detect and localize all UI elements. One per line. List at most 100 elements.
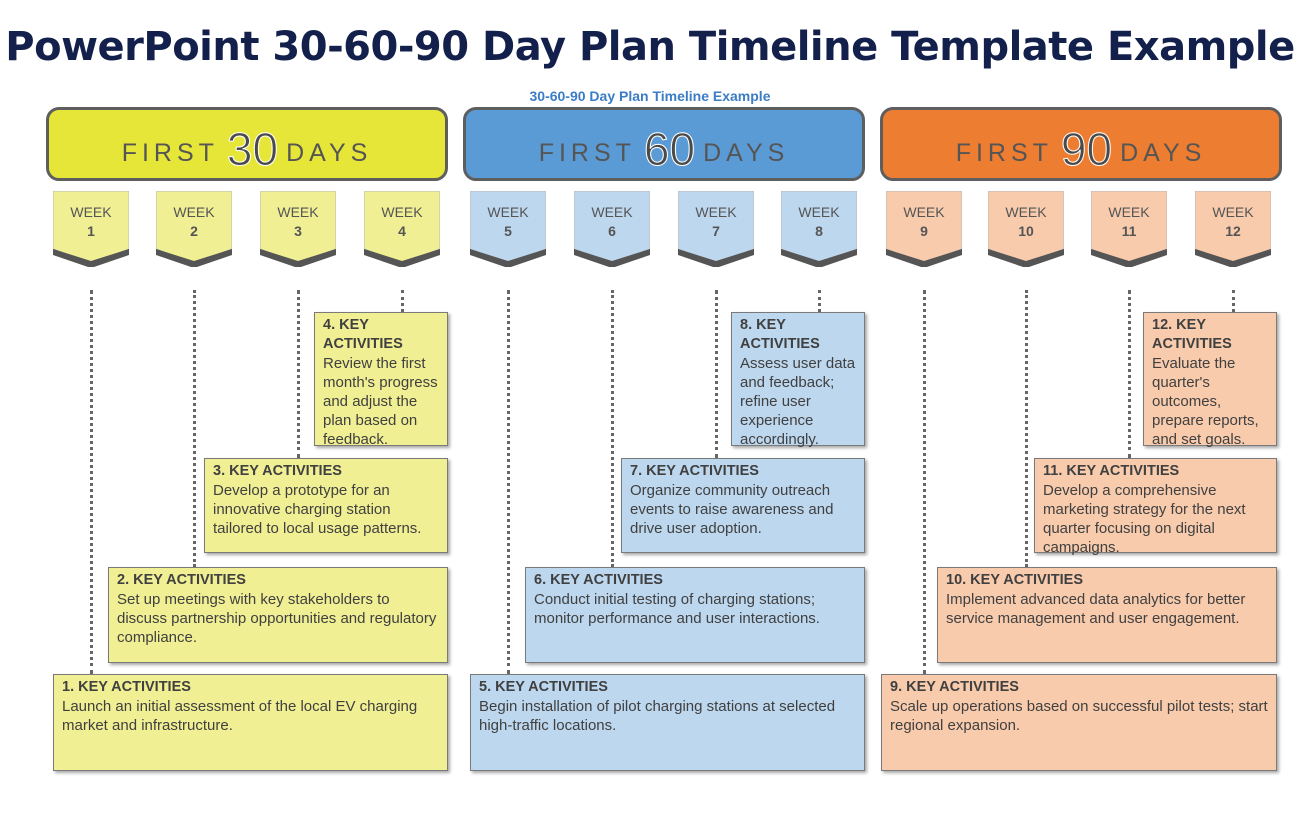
- activity-box-7: 7. KEY ACTIVITIES Organize community outr…: [621, 458, 865, 553]
- week-number: 4: [398, 223, 406, 239]
- week-number: 11: [1121, 223, 1137, 239]
- week-number: 2: [190, 223, 198, 239]
- week-label: WEEK: [1005, 204, 1047, 220]
- week-tab-4: WEEK 4: [364, 191, 440, 267]
- week-label: WEEK: [381, 204, 423, 220]
- activity-box-3: 3. KEY ACTIVITIES Develop a prototype for…: [204, 458, 448, 553]
- activity-text: Review the first month's progress and ad…: [323, 355, 438, 448]
- week-tab-5: WEEK 5: [470, 191, 546, 267]
- week-label: WEEK: [173, 204, 215, 220]
- week-number: 12: [1225, 223, 1241, 239]
- week-label: WEEK: [695, 204, 737, 220]
- week-number: 9: [920, 223, 928, 239]
- timeline-connector: [193, 290, 196, 567]
- chevron-shape-icon: [988, 191, 1064, 267]
- chevron-shape-icon: [470, 191, 546, 267]
- activity-title: 12. KEY ACTIVITIES: [1152, 317, 1232, 352]
- week-tab-3: WEEK 3: [260, 191, 336, 267]
- phase-days: DAYS: [1120, 139, 1207, 167]
- week-label: WEEK: [1212, 204, 1254, 220]
- activity-title: 6. KEY ACTIVITIES: [534, 572, 663, 588]
- timeline-connector: [1128, 290, 1131, 458]
- activity-title: 9. KEY ACTIVITIES: [890, 679, 1019, 695]
- timeline-connector: [923, 290, 926, 674]
- activity-box-5: 5. KEY ACTIVITIES Begin installation of p…: [470, 674, 865, 771]
- timeline-connector: [611, 290, 614, 567]
- chevron-shape-icon: [1091, 191, 1167, 267]
- activity-text: Evaluate the quarter's outcomes, prepare…: [1152, 355, 1259, 448]
- chevron-shape-icon: [678, 191, 754, 267]
- activity-text: Organize community outreach events to ra…: [630, 482, 834, 537]
- phase-first: FIRST: [121, 139, 219, 167]
- week-label: WEEK: [277, 204, 319, 220]
- chevron-shape-icon: [53, 191, 129, 267]
- timeline-connector: [297, 290, 300, 458]
- activity-text: Set up meetings with key stakeholders to…: [117, 591, 437, 646]
- phase-first: FIRST: [955, 139, 1053, 167]
- activity-text: Develop a prototype for an innovative ch…: [213, 482, 422, 537]
- chevron-shape-icon: [574, 191, 650, 267]
- week-number: 1: [87, 223, 95, 239]
- week-tab-12: WEEK 12: [1195, 191, 1271, 267]
- activity-title: 5. KEY ACTIVITIES: [479, 679, 608, 695]
- activity-title: 1. KEY ACTIVITIES: [62, 679, 191, 695]
- timeline-connector: [401, 290, 404, 312]
- chevron-shape-icon: [364, 191, 440, 267]
- week-number: 6: [608, 223, 616, 239]
- week-number: 3: [294, 223, 302, 239]
- timeline-connector: [1025, 290, 1028, 567]
- chevron-shape-icon: [260, 191, 336, 267]
- activity-title: 2. KEY ACTIVITIES: [117, 572, 246, 588]
- activity-text: Scale up operations based on successful …: [890, 698, 1268, 734]
- page-subtitle: 30-60-90 Day Plan Timeline Example: [529, 88, 771, 104]
- week-label: WEEK: [70, 204, 112, 220]
- activity-text: Assess user data and feedback; refine us…: [740, 355, 856, 448]
- week-tab-7: WEEK 7: [678, 191, 754, 267]
- week-tab-2: WEEK 2: [156, 191, 232, 267]
- week-tab-6: WEEK 6: [574, 191, 650, 267]
- activity-text: Begin installation of pilot charging sta…: [479, 698, 836, 734]
- activity-text: Develop a comprehensive marketing strate…: [1043, 482, 1246, 556]
- week-tab-10: WEEK 10: [988, 191, 1064, 267]
- phase-days: DAYS: [703, 139, 790, 167]
- chevron-shape-icon: [156, 191, 232, 267]
- page-title: PowerPoint 30-60-90 Day Plan Timeline Te…: [5, 24, 1295, 70]
- week-number: 7: [712, 223, 720, 239]
- activity-title: 4. KEY ACTIVITIES: [323, 317, 403, 352]
- activity-box-6: 6. KEY ACTIVITIES Conduct initial testing…: [525, 567, 865, 663]
- phase-number: 90: [1060, 123, 1113, 176]
- activity-title: 10. KEY ACTIVITIES: [946, 572, 1083, 588]
- week-number: 8: [815, 223, 823, 239]
- week-label: WEEK: [591, 204, 633, 220]
- activity-title: 8. KEY ACTIVITIES: [740, 317, 820, 352]
- timeline-connector: [715, 290, 718, 458]
- timeline-connector: [1232, 290, 1235, 312]
- phase-number: 60: [643, 123, 696, 176]
- phase-number: 30: [226, 123, 279, 176]
- week-label: WEEK: [487, 204, 529, 220]
- chevron-shape-icon: [1195, 191, 1271, 267]
- activity-box-1: 1. KEY ACTIVITIES Launch an initial asses…: [53, 674, 448, 771]
- phase-days: DAYS: [286, 139, 373, 167]
- activity-text: Conduct initial testing of charging stat…: [534, 591, 820, 627]
- activity-box-2: 2. KEY ACTIVITIES Set up meetings with ke…: [108, 567, 448, 663]
- phase-first: FIRST: [538, 139, 636, 167]
- activity-box-9: 9. KEY ACTIVITIES Scale up operations bas…: [881, 674, 1277, 771]
- activity-title: 7. KEY ACTIVITIES: [630, 463, 759, 479]
- chevron-shape-icon: [781, 191, 857, 267]
- activity-text: Launch an initial assessment of the loca…: [62, 698, 418, 734]
- chevron-shape-icon: [886, 191, 962, 267]
- week-number: 10: [1018, 223, 1034, 239]
- week-label: WEEK: [798, 204, 840, 220]
- week-number: 5: [504, 223, 512, 239]
- activity-title: 3. KEY ACTIVITIES: [213, 463, 342, 479]
